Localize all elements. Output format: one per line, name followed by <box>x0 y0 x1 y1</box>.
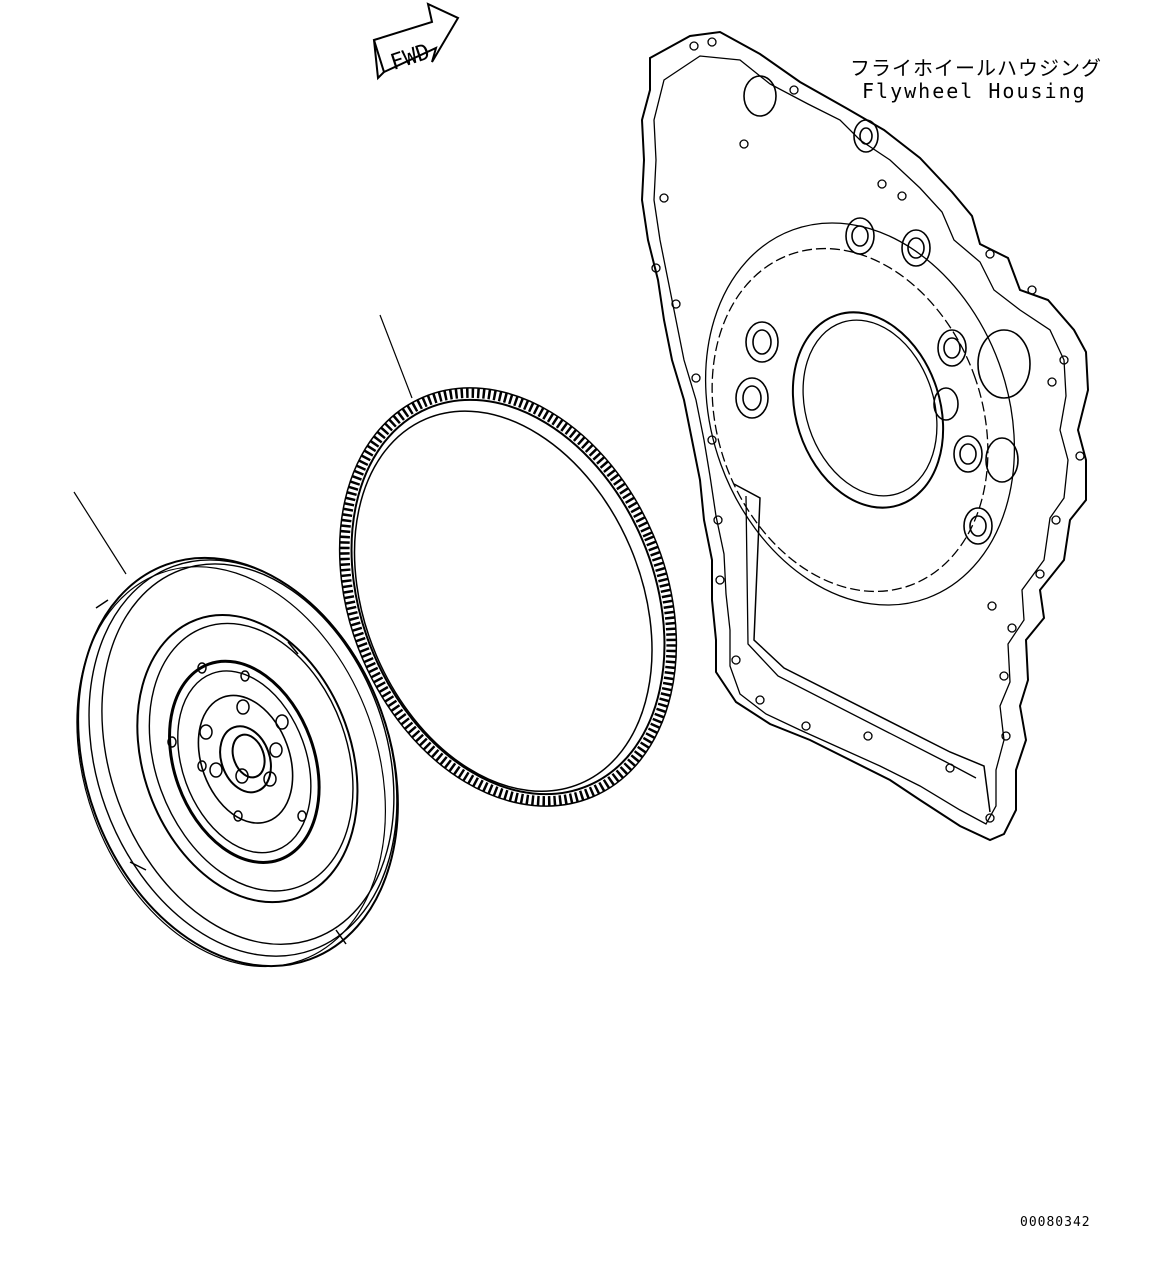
housing-label-japanese: フライホイールハウジング <box>850 56 1102 80</box>
flywheel-leader-line <box>73 491 127 575</box>
drawing-number: 00080342 <box>1020 1215 1091 1230</box>
ring-gear-leader-line <box>379 314 413 399</box>
housing-label-english: Flywheel Housing <box>862 79 1087 103</box>
flywheel-icon <box>76 556 399 968</box>
forward-arrow-icon: FWD <box>372 2 460 81</box>
fwd-label: FWD <box>388 40 434 76</box>
flywheel-housing-icon <box>640 30 1090 842</box>
flywheel-bolt-holes <box>167 662 307 822</box>
ring-gear-icon <box>338 387 678 807</box>
